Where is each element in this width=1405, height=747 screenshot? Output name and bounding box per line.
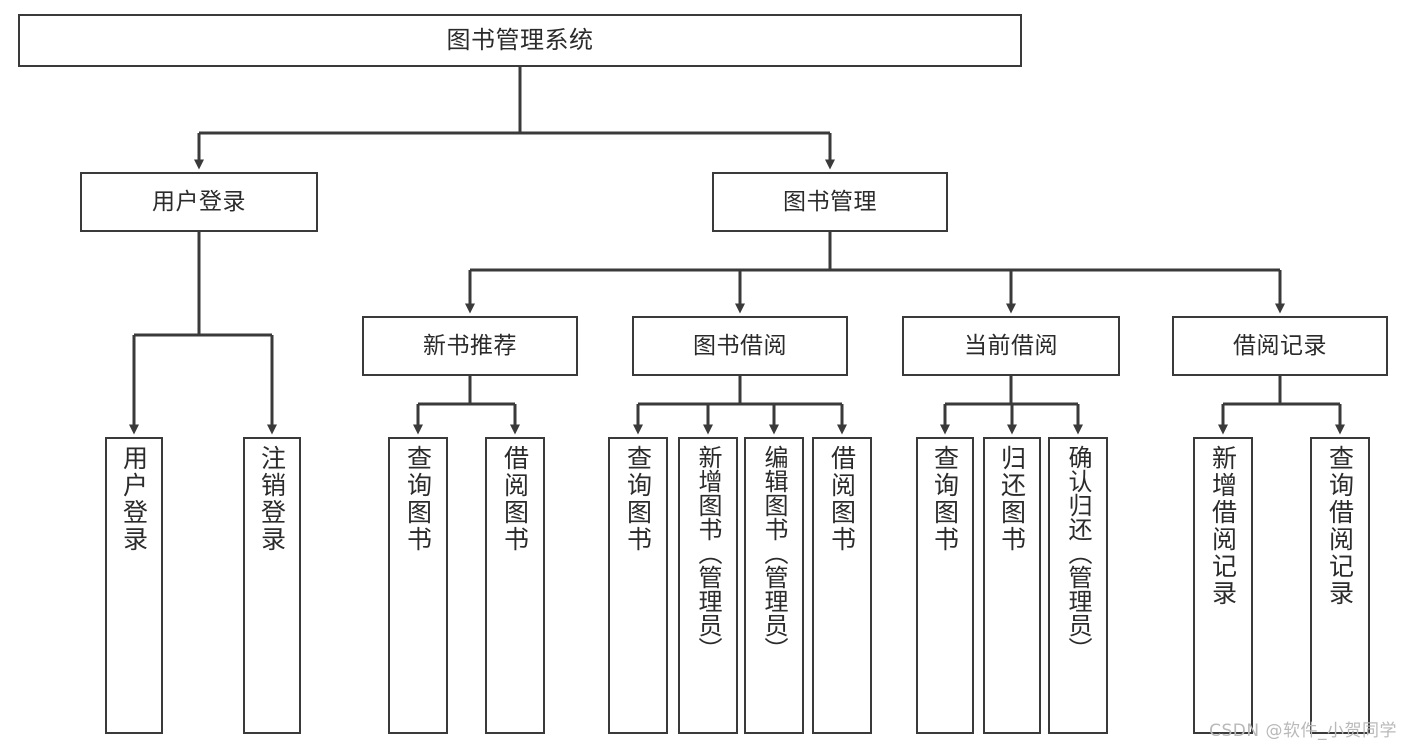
node-book-borrow[interactable]: 图书借阅 — [632, 316, 848, 376]
node-label-leaf-edit-book: 编辑图书（管理员） — [760, 445, 788, 661]
node-leaf-borrow-book-rec[interactable]: 借阅图书 — [485, 437, 545, 734]
node-user-login[interactable]: 用户登录 — [80, 172, 318, 232]
node-leaf-confirm-return[interactable]: 确认归还（管理员） — [1048, 437, 1108, 734]
node-root[interactable]: 图书管理系统 — [18, 14, 1022, 67]
node-label-leaf-add-record: 新增借阅记录 — [1208, 445, 1238, 607]
node-leaf-add-book[interactable]: 新增图书（管理员） — [678, 437, 738, 734]
node-current-borrow[interactable]: 当前借阅 — [902, 316, 1120, 376]
node-label-leaf-return-book: 归还图书 — [997, 445, 1027, 553]
node-label-leaf-add-book: 新增图书（管理员） — [694, 445, 722, 661]
node-label-leaf-borrow-book: 借阅图书 — [827, 445, 857, 553]
node-label-book-borrow: 图书借阅 — [693, 332, 787, 359]
csdn-watermark: CSDN @软件_小贺同学 — [1209, 721, 1397, 741]
node-leaf-query-record[interactable]: 查询借阅记录 — [1310, 437, 1370, 734]
node-label-borrow-record: 借阅记录 — [1233, 332, 1327, 359]
node-label-leaf-query-book-borrow: 查询图书 — [623, 445, 653, 553]
node-leaf-borrow-book[interactable]: 借阅图书 — [812, 437, 872, 734]
node-label-new-book-recommend: 新书推荐 — [423, 332, 517, 359]
node-label-leaf-user-login: 用户登录 — [119, 445, 149, 553]
node-label-leaf-query-book-current: 查询图书 — [930, 445, 960, 553]
node-new-book-recommend[interactable]: 新书推荐 — [362, 316, 578, 376]
node-leaf-user-login[interactable]: 用户登录 — [105, 437, 163, 734]
node-book-management[interactable]: 图书管理 — [712, 172, 948, 232]
node-label-leaf-confirm-return: 确认归还（管理员） — [1064, 445, 1092, 661]
node-label-leaf-query-book-rec: 查询图书 — [403, 445, 433, 553]
node-leaf-query-book-rec[interactable]: 查询图书 — [388, 437, 448, 734]
node-label-book-management: 图书管理 — [783, 188, 877, 215]
node-leaf-query-book-borrow[interactable]: 查询图书 — [608, 437, 668, 734]
node-label-user-login: 用户登录 — [152, 188, 246, 215]
node-label-leaf-query-record: 查询借阅记录 — [1325, 445, 1355, 607]
node-label-root: 图书管理系统 — [446, 25, 594, 54]
node-leaf-logout[interactable]: 注销登录 — [243, 437, 301, 734]
node-borrow-record[interactable]: 借阅记录 — [1172, 316, 1388, 376]
node-leaf-edit-book[interactable]: 编辑图书（管理员） — [744, 437, 804, 734]
node-leaf-query-book-current[interactable]: 查询图书 — [916, 437, 974, 734]
node-label-leaf-borrow-book-rec: 借阅图书 — [500, 445, 530, 553]
node-leaf-add-record[interactable]: 新增借阅记录 — [1193, 437, 1253, 734]
node-label-leaf-logout: 注销登录 — [257, 445, 287, 553]
node-leaf-return-book[interactable]: 归还图书 — [983, 437, 1041, 734]
node-label-current-borrow: 当前借阅 — [964, 332, 1058, 359]
